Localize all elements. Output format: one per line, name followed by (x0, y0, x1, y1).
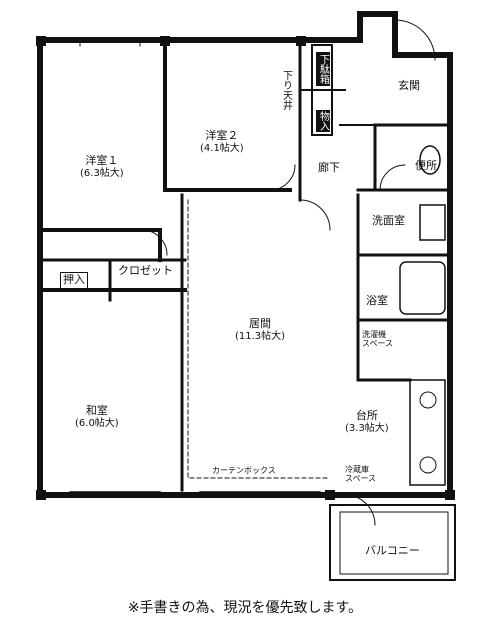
label-curtain-box: カーテンボックス (212, 466, 276, 475)
room-living: 居間 (11.3帖大) (235, 317, 286, 342)
label-corridor: 廊下 (318, 161, 340, 174)
room-western2: 洋室２ (4.1帖大) (200, 129, 244, 154)
door-entrance (394, 19, 436, 61)
joint-markers (36, 36, 455, 500)
kitchen-counter (409, 379, 446, 486)
room-western2-name: 洋室２ (205, 129, 239, 142)
wall-kitchen (356, 318, 412, 382)
label-washer-space: 洗濯機 スペース (362, 330, 394, 349)
room-western2-size: (4.1帖大) (200, 142, 244, 154)
room-kitchen-size: (3.3帖大) (345, 422, 389, 434)
shoe-storage (311, 44, 333, 136)
balcony-outline (329, 504, 456, 581)
door-w2 (269, 164, 296, 191)
wall-closet (38, 258, 187, 302)
label-entrance: 玄関 (398, 79, 420, 92)
room-western1: 洋室１ (6.3帖大) (80, 154, 124, 179)
wall-w1-bottom (38, 228, 162, 262)
window-w1 (79, 39, 141, 47)
label-oshiire: 押入 (60, 272, 88, 289)
wall-toilet (356, 123, 452, 192)
door-balcony (344, 494, 376, 526)
label-shoe-storage: 下駄箱 (316, 52, 330, 86)
room-japanese-size: (6.0帖大) (75, 417, 119, 429)
toilet-bowl (419, 145, 441, 175)
room-living-size: (11.3帖大) (235, 330, 286, 342)
door-w1 (141, 229, 168, 256)
label-washroom: 洗面室 (372, 214, 405, 227)
room-western1-size: (6.3帖大) (80, 167, 124, 179)
label-fridge-space: 冷蔵庫 スペース (345, 465, 377, 484)
room-kitchen: 台所 (3.3帖大) (345, 409, 389, 434)
balcony-inner (339, 511, 449, 575)
label-storage: 物入 (316, 110, 330, 132)
room-kitchen-name: 台所 (355, 409, 378, 422)
footnote: ※手書きの為、現況を優先致します。 (127, 600, 363, 616)
bathtub (399, 261, 446, 315)
room-western1-name: 洋室１ (85, 154, 119, 167)
wash-basin (419, 204, 446, 241)
room-japanese: 和室 (6.0帖大) (75, 404, 119, 429)
sink (419, 391, 437, 409)
label-closet: クロゼット (118, 264, 173, 277)
room-japanese-name: 和室 (85, 404, 108, 417)
door-living (299, 199, 331, 231)
label-toilet: 便所 (415, 159, 437, 172)
door-toilet (379, 164, 406, 191)
label-balcony: バルコニー (365, 544, 420, 557)
stove-burner (419, 456, 437, 474)
wall-wet (356, 193, 452, 322)
wall-entrance (299, 89, 376, 126)
room-living-name: 居間 (249, 317, 272, 330)
outer-wall (37, 11, 453, 498)
label-ceiling: 下り天井 (280, 70, 292, 110)
label-bathroom: 浴室 (366, 294, 388, 307)
